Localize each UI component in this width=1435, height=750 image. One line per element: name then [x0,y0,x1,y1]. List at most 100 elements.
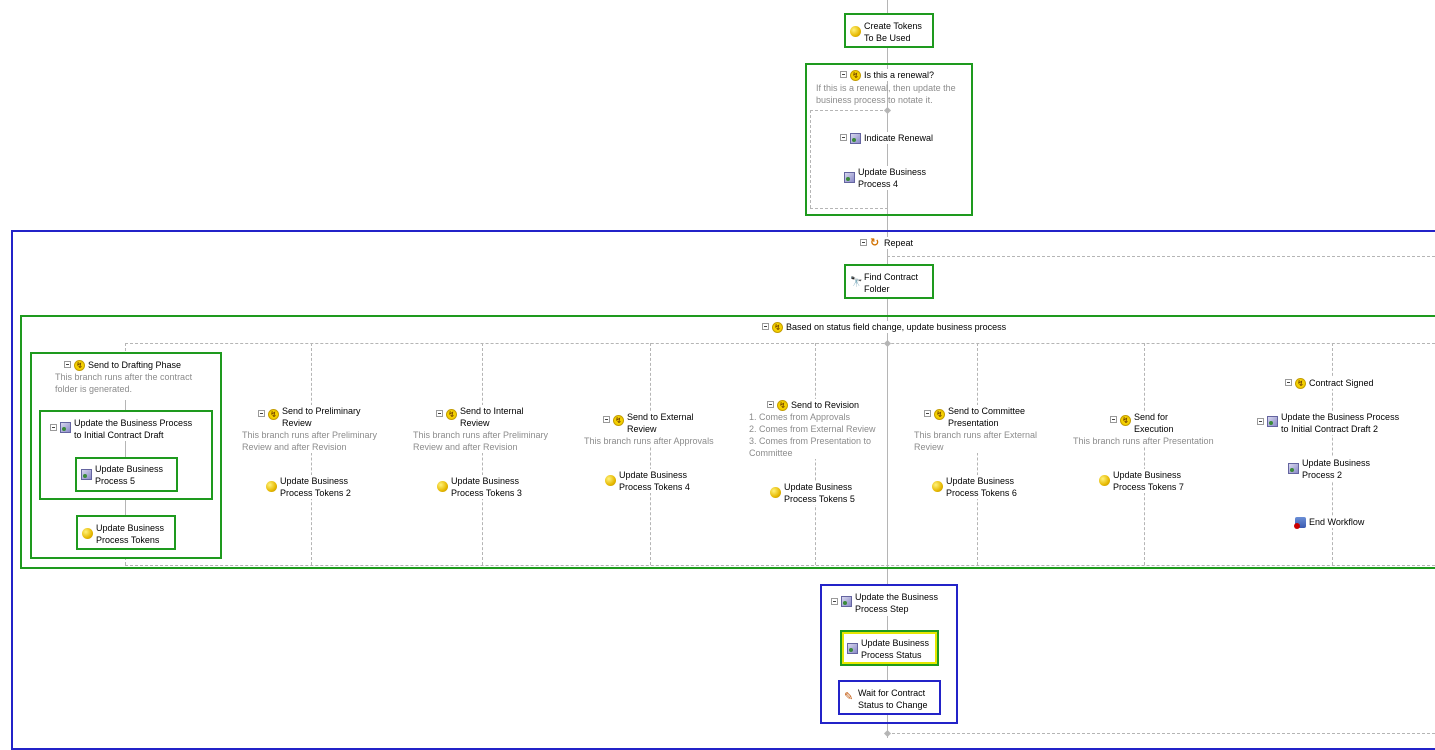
status-branch-header[interactable]: ↯ Based on status field change, update b… [762,321,1007,333]
business-process-icon [847,643,858,654]
branch-description: This branch runs after Preliminary Revie… [413,429,549,453]
condition-icon: ↯ [772,322,783,333]
update-status-highlight [842,632,937,664]
update-initial-draft2-activity[interactable]: Update the Business Process to Initial C… [1257,411,1400,435]
connector-line [887,256,1435,257]
update-bp4-activity[interactable]: Update Business Process 4 [844,166,927,190]
connector-line [125,343,1435,344]
repeat-header[interactable]: ↻ Repeat [860,237,914,249]
create-tokens-activity[interactable]: Create Tokens To Be Used [850,20,922,44]
collapse-toggle[interactable] [50,424,57,431]
update-tokens-activity[interactable]: Update Business Process Tokens [82,522,164,546]
connector-line [887,616,888,722]
tokens2-activity[interactable]: Update Business Process Tokens 2 [266,475,351,499]
token-icon [770,487,781,498]
branch-title: Send to External Review [627,412,694,434]
status-branch-container[interactable] [20,315,1435,569]
external-branch-header[interactable]: ↯ Send to External Review [603,411,694,435]
branch-title: Send to Preliminary Review [282,406,361,428]
activity-label: Update Business Process Tokens 5 [784,482,855,504]
activity-label: Update Business Process Tokens 6 [946,476,1017,498]
token-icon [266,481,277,492]
branch-title: Contract Signed [1309,378,1374,388]
revision-branch-header[interactable]: ↯ Send to Revision [767,399,860,411]
end-workflow-activity[interactable]: End Workflow [1294,516,1365,529]
collapse-toggle[interactable] [840,134,847,141]
wait-status-activity[interactable]: ✎ Wait for Contract Status to Change [844,687,928,711]
collapse-toggle[interactable] [924,410,931,417]
business-process-icon [844,172,855,183]
activity-label: Update Business Process 2 [1302,458,1371,480]
wait-status-box[interactable] [838,680,941,715]
connector-line [977,343,978,565]
activity-label: Update Business Process Tokens 3 [451,476,522,498]
activity-label: Update Business Process Status [861,638,930,660]
collapse-toggle[interactable] [436,410,443,417]
execution-branch-header[interactable]: ↯ Send for Execution [1110,411,1174,435]
end-workflow-icon [1294,517,1306,529]
connector-line [650,343,651,565]
connector-line [810,110,888,111]
tokens5-activity[interactable]: Update Business Process Tokens 5 [770,481,855,505]
token-icon [1099,475,1110,486]
indicate-renewal-activity[interactable]: Indicate Renewal [840,132,934,144]
drafting-branch-header[interactable]: ↯ Send to Drafting Phase [64,359,182,371]
connector-line [1144,343,1145,565]
token-icon [437,481,448,492]
condition-icon: ↯ [850,70,861,81]
token-icon [932,481,943,492]
activity-label: End Workflow [1309,517,1365,527]
collapse-toggle[interactable] [831,598,838,605]
condition-icon: ↯ [777,400,788,411]
business-process-icon [60,422,71,433]
renewal-condition-box[interactable] [805,63,973,216]
activity-label: Create Tokens To Be Used [864,21,922,43]
activity-label: Find Contract Folder [864,272,919,294]
committee-branch-header[interactable]: ↯ Send to Committee Presentation [924,405,1026,429]
collapse-toggle[interactable] [860,239,867,246]
find-folder-activity[interactable]: 🔭 Find Contract Folder [850,271,918,295]
tokens7-activity[interactable]: Update Business Process Tokens 7 [1099,469,1184,493]
tokens6-activity[interactable]: Update Business Process Tokens 6 [932,475,1017,499]
tokens3-activity[interactable]: Update Business Process Tokens 3 [437,475,522,499]
collapse-toggle[interactable] [1257,418,1264,425]
collapse-toggle[interactable] [767,401,774,408]
update-status-activity[interactable]: Update Business Process Status [847,637,929,661]
activity-label: Update Business Process Tokens 7 [1113,470,1184,492]
main-connector [887,0,888,738]
collapse-toggle[interactable] [1110,416,1117,423]
business-process-icon [1267,416,1278,427]
condition-title: Is this a renewal? [864,70,935,80]
business-process-icon [81,469,92,480]
branch-title: Send to Drafting Phase [88,360,182,370]
preliminary-branch-header[interactable]: ↯ Send to Preliminary Review [258,405,361,429]
connector-line [311,343,312,565]
activity-label: Indicate Renewal [864,133,934,143]
collapse-toggle[interactable] [258,410,265,417]
activity-label: Update the Business Process to Initial C… [74,418,193,440]
branch-description: 1. Comes from Approvals 2. Comes from Ex… [749,411,876,459]
update-bp2-activity[interactable]: Update Business Process 2 [1288,457,1371,481]
business-process-icon [1288,463,1299,474]
branch-title: Send to Revision [791,400,860,410]
activity-label: Wait for Contract Status to Change [858,688,928,710]
renewal-condition-header[interactable]: ↯ Is this a renewal? [840,69,935,81]
collapse-toggle[interactable] [840,71,847,78]
collapse-toggle[interactable] [762,323,769,330]
activity-label: Update the Business Process Step [855,592,939,614]
update-bp5-activity[interactable]: Update Business Process 5 [81,463,163,487]
tokens4-activity[interactable]: Update Business Process Tokens 4 [605,469,690,493]
signed-branch-header[interactable]: ↯ Contract Signed [1285,377,1374,389]
token-icon [605,475,616,486]
update-bp5-box[interactable] [75,457,178,492]
update-initial-draft-activity[interactable]: Update the Business Process to Initial C… [50,417,192,441]
collapse-toggle[interactable] [64,361,71,368]
collapse-toggle[interactable] [1285,379,1292,386]
branch-description: This branch runs after External Review [914,429,1038,453]
update-step-header[interactable]: Update the Business Process Step [831,591,939,615]
find-folder-box[interactable] [844,264,934,299]
internal-branch-header[interactable]: ↯ Send to Internal Review [436,405,524,429]
pencil-icon: ✎ [844,691,854,703]
branch-title: Based on status field change, update bus… [786,322,1007,332]
collapse-toggle[interactable] [603,416,610,423]
